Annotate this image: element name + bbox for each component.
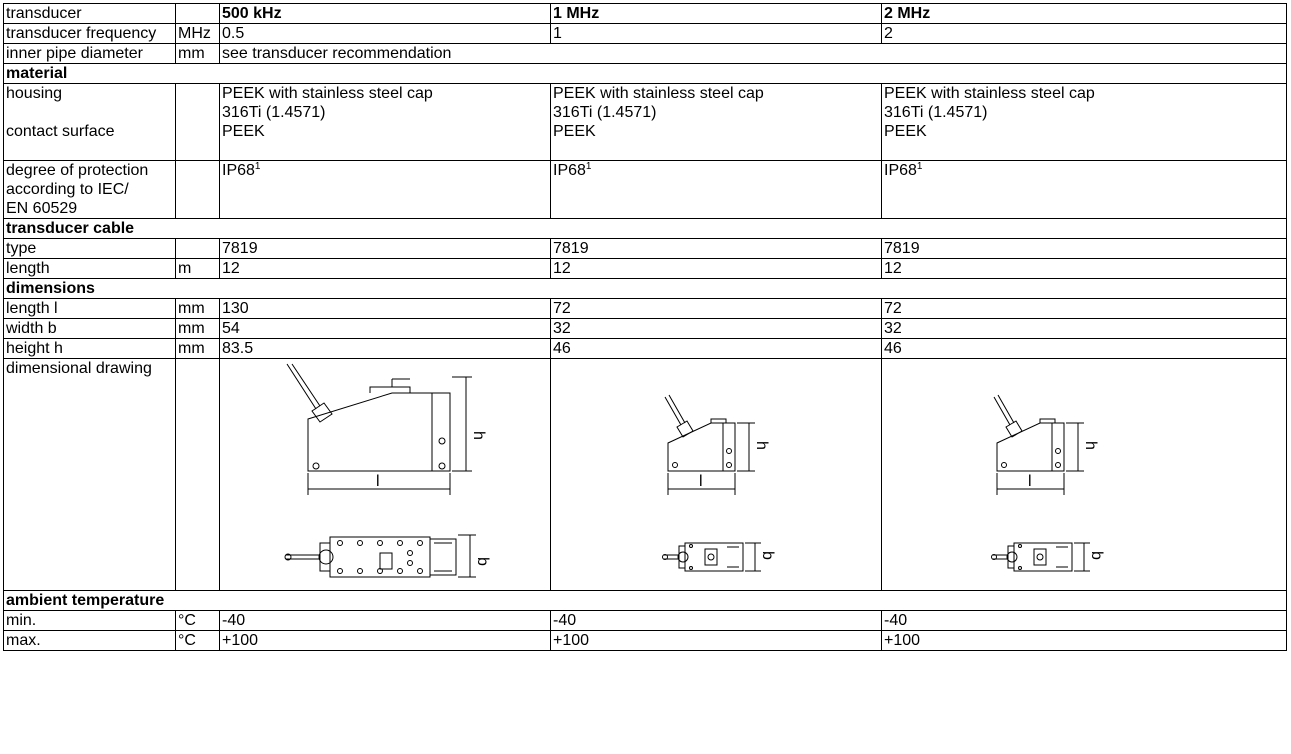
dim-l-label: l (376, 473, 380, 490)
contact-label: contact surface (6, 123, 115, 140)
drawing-500khz: h l b (219, 358, 551, 591)
housing-label: housing (6, 85, 63, 102)
svg-text:b: b (1088, 551, 1105, 560)
drawing-2mhz: h l b (881, 358, 1287, 591)
svg-text:h: h (1082, 441, 1099, 450)
row-frequency: transducer frequency MHz 0.5 1 2 (3, 23, 1287, 44)
svg-text:h: h (753, 441, 770, 450)
row-pipe-diameter: inner pipe diameter mm see transducer re… (3, 43, 1287, 64)
row-cable-length: length m 12 12 12 (3, 258, 1287, 279)
header-2mhz: 2 MHz (881, 3, 1287, 24)
section-ambient-temperature: ambient temperature (3, 590, 1287, 611)
header-500khz: 500 kHz (219, 3, 551, 24)
row-temp-min: min. °C -40 -40 -40 (3, 610, 1287, 631)
transducer-1mhz-drawing: h l b (662, 394, 776, 572)
row-temp-max: max. °C +100 +100 +100 (3, 630, 1287, 651)
section-material: material (3, 63, 1287, 84)
dim-b-label: b (474, 557, 491, 566)
header-label: transducer (3, 3, 176, 24)
svg-text:l: l (699, 473, 703, 490)
dim-h-label: h (470, 431, 487, 440)
header-row: transducer 500 kHz 1 MHz 2 MHz (3, 3, 1287, 24)
row-housing: housing contact surface PEEK with stainl… (3, 83, 1287, 161)
spec-table: transducer 500 kHz 1 MHz 2 MHz transduce… (3, 3, 1287, 651)
svg-text:b: b (759, 551, 776, 560)
drawing-1mhz: h l b (550, 358, 882, 591)
svg-text:l: l (1028, 473, 1032, 490)
row-height: height h mm 83.5 46 46 (3, 338, 1287, 359)
row-dimensional-drawing: dimensional drawing (3, 358, 1287, 591)
section-transducer-cable: transducer cable (3, 218, 1287, 239)
row-length: length l mm 130 72 72 (3, 298, 1287, 319)
row-cable-type: type 7819 7819 7819 (3, 238, 1287, 259)
section-dimensions: dimensions (3, 278, 1287, 299)
transducer-500khz-drawing: h l b (284, 363, 491, 578)
row-width: width b mm 54 32 32 (3, 318, 1287, 339)
transducer-2mhz-drawing: h l b (991, 394, 1105, 572)
header-1mhz: 1 MHz (550, 3, 882, 24)
